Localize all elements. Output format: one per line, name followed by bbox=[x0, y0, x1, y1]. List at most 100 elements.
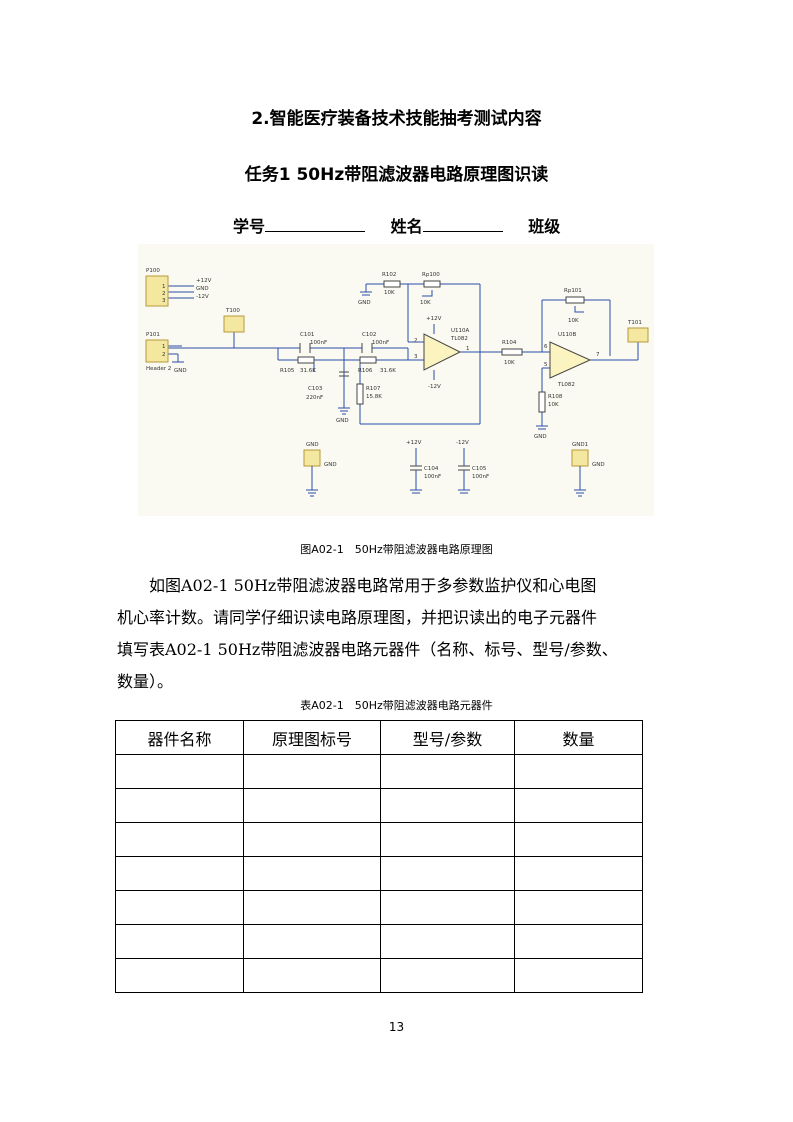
cell-quantity[interactable] bbox=[514, 958, 643, 993]
circuit-schematic: P100 1 2 3 +12V GND -12V P101 1 2 Header… bbox=[138, 244, 654, 516]
cell-component-name[interactable] bbox=[115, 924, 244, 959]
u110b-part: TL082 bbox=[557, 382, 575, 388]
instruction-paragraph: 如图A02-1 50Hz带阻滤波器电路常用于多参数监护仪和心电图 机心率计数。请… bbox=[117, 570, 685, 698]
figure-caption: 图A02-1 50Hz带阻滤波器电路原理图 bbox=[300, 543, 493, 556]
p100-label: P100 bbox=[146, 268, 160, 274]
cell-component-name[interactable] bbox=[115, 856, 244, 891]
c105-value: 100nF bbox=[472, 474, 489, 480]
header-model-param: 型号/参数 bbox=[380, 720, 515, 755]
cell-quantity[interactable] bbox=[514, 822, 643, 857]
p101-pin-2: 2 bbox=[162, 352, 166, 358]
t101-label: T101 bbox=[627, 320, 642, 326]
components-table: 器件名称 原理图标号 型号/参数 数量 bbox=[115, 720, 643, 993]
cell-component-name[interactable] bbox=[115, 890, 244, 925]
c105-label: C105 bbox=[472, 466, 487, 472]
cell-model-param[interactable] bbox=[380, 958, 515, 993]
gnd-connector-net: GND bbox=[324, 462, 337, 468]
r108-value: 10K bbox=[548, 402, 559, 408]
table-row bbox=[115, 822, 643, 857]
header-quantity: 数量 bbox=[514, 720, 643, 755]
cell-quantity[interactable] bbox=[514, 890, 643, 925]
p101-pin-1: 1 bbox=[162, 344, 166, 350]
cell-model-param[interactable] bbox=[380, 856, 515, 891]
cell-component-name[interactable] bbox=[115, 754, 244, 789]
paragraph-line-4: 数量）。 bbox=[117, 672, 174, 691]
cell-quantity[interactable] bbox=[514, 856, 643, 891]
u110b-pin-5: 5 bbox=[544, 362, 548, 368]
cell-component-name[interactable] bbox=[115, 958, 244, 993]
cell-designator[interactable] bbox=[243, 924, 381, 959]
c104-rail: +12V bbox=[406, 440, 422, 446]
paragraph-line-2: 机心率计数。请同学仔细识读电路原理图，并把识读出的电子元器件 bbox=[117, 608, 598, 627]
schematic-svg: P100 1 2 3 +12V GND -12V P101 1 2 Header… bbox=[145, 268, 649, 497]
u110a-part: TL082 bbox=[450, 336, 468, 342]
cell-quantity[interactable] bbox=[514, 788, 643, 823]
c104-value: 100nF bbox=[424, 474, 441, 480]
r108-label: R108 bbox=[548, 394, 563, 400]
p100-net-1: +12V bbox=[196, 278, 212, 284]
p100-pin-3: 3 bbox=[162, 298, 166, 304]
cell-quantity[interactable] bbox=[514, 924, 643, 959]
p100-pin-1: 1 bbox=[162, 284, 166, 290]
table-row bbox=[115, 924, 643, 959]
rp100-value: 10K bbox=[420, 300, 431, 306]
r106-label: R106 bbox=[358, 368, 373, 374]
r105-value: 31.6K bbox=[300, 368, 316, 374]
p101-name: Header 2 bbox=[146, 366, 171, 372]
u110a-pin-1: 1 bbox=[466, 346, 470, 352]
p100-net-3: -12V bbox=[196, 294, 209, 300]
cell-designator[interactable] bbox=[243, 754, 381, 789]
cell-designator[interactable] bbox=[243, 958, 381, 993]
r108-gnd: GND bbox=[534, 434, 547, 440]
cell-model-param[interactable] bbox=[380, 788, 515, 823]
p100-net-2: GND bbox=[196, 286, 209, 292]
header-component-name: 器件名称 bbox=[115, 720, 244, 755]
c101-value: 100nF bbox=[310, 340, 327, 346]
p100-pin-2: 2 bbox=[162, 291, 166, 297]
c103-value: 220nF bbox=[306, 395, 323, 401]
table-header-row: 器件名称 原理图标号 型号/参数 数量 bbox=[115, 720, 643, 755]
name-blank[interactable] bbox=[422, 215, 503, 232]
r104-label: R104 bbox=[502, 340, 517, 346]
cell-component-name[interactable] bbox=[115, 822, 244, 857]
u110a-label: U110A bbox=[451, 328, 470, 334]
table-row bbox=[115, 754, 643, 789]
r102-value: 10K bbox=[384, 290, 395, 296]
paragraph-line-1: 如图A02-1 50Hz带阻滤波器电路常用于多参数监护仪和心电图 bbox=[149, 576, 597, 595]
cell-designator[interactable] bbox=[243, 822, 381, 857]
cell-model-param[interactable] bbox=[380, 890, 515, 925]
table-row bbox=[115, 958, 643, 993]
student-id-label: 学号 bbox=[233, 217, 266, 236]
cell-model-param[interactable] bbox=[380, 822, 515, 857]
table-body bbox=[115, 754, 643, 993]
rp101-value: 10K bbox=[568, 318, 579, 324]
c103-label: C103 bbox=[308, 386, 323, 392]
cell-designator[interactable] bbox=[243, 856, 381, 891]
c102-label: C102 bbox=[362, 332, 376, 338]
class-label: 班级 bbox=[528, 217, 561, 236]
cell-designator[interactable] bbox=[243, 890, 381, 925]
cell-designator[interactable] bbox=[243, 788, 381, 823]
p101-gnd: GND bbox=[174, 368, 187, 374]
table-caption: 表A02-1 50Hz带阻滤波器电路元器件 bbox=[300, 699, 493, 712]
p101-label: P101 bbox=[146, 332, 160, 338]
r107-label: R107 bbox=[366, 386, 381, 392]
c102-value: 100nF bbox=[372, 340, 389, 346]
c101-label: C101 bbox=[300, 332, 314, 338]
c105-rail: -12V bbox=[456, 440, 469, 446]
rp100-label: Rp100 bbox=[422, 272, 440, 278]
student-id-blank[interactable] bbox=[265, 215, 366, 232]
t100-label: T100 bbox=[225, 308, 240, 314]
page-number: 13 bbox=[388, 1020, 405, 1034]
u110a-vplus: +12V bbox=[426, 316, 442, 322]
gnd-connector-label: GND bbox=[306, 442, 319, 448]
cell-model-param[interactable] bbox=[380, 754, 515, 789]
table-row bbox=[115, 890, 643, 925]
cell-model-param[interactable] bbox=[380, 924, 515, 959]
cell-component-name[interactable] bbox=[115, 788, 244, 823]
r105-label: R105 bbox=[280, 368, 295, 374]
c104-label: C104 bbox=[424, 466, 439, 472]
header-designator: 原理图标号 bbox=[243, 720, 381, 755]
cell-quantity[interactable] bbox=[514, 754, 643, 789]
task-title: 任务1 50Hz带阻滤波器电路原理图识读 bbox=[244, 165, 549, 185]
